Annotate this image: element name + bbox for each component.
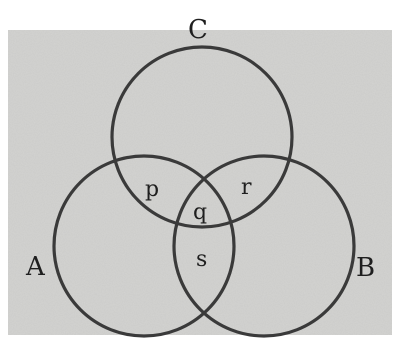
circle-b xyxy=(172,154,356,338)
set-label-c: C xyxy=(188,15,208,45)
region-label-s: s xyxy=(196,247,207,272)
set-label-b: B xyxy=(356,253,375,283)
region-label-p: p xyxy=(145,177,159,202)
region-label-r: r xyxy=(241,175,252,200)
circle-a xyxy=(52,154,236,338)
circle-c xyxy=(110,45,294,229)
set-label-a: A xyxy=(25,252,46,282)
region-label-q: q xyxy=(193,200,207,225)
